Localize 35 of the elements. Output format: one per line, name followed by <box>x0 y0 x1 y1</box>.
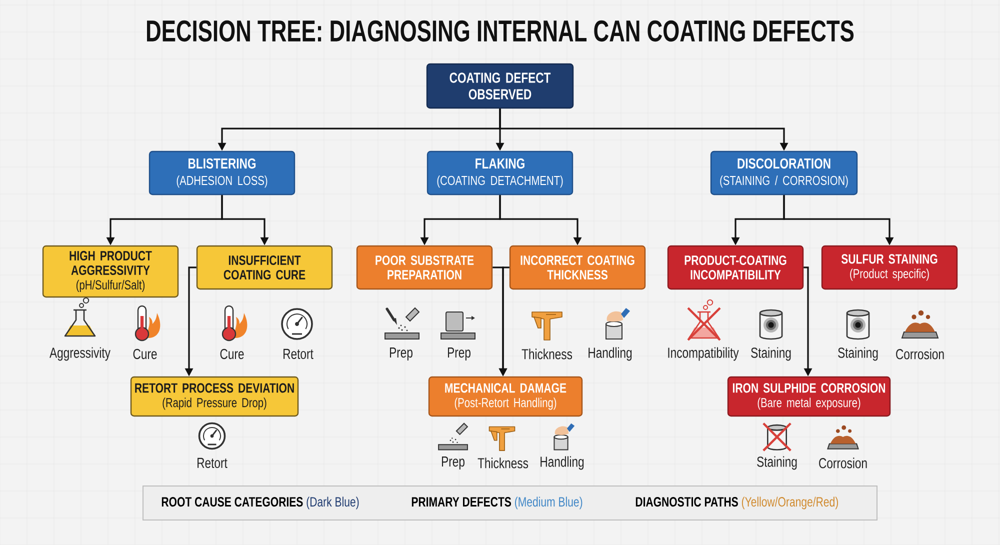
icon-caption: Incompatibility <box>668 347 739 361</box>
defect-box: FLAKING (COATING DETACHMENT) <box>426 150 574 196</box>
cause-box: INSUFFICIENT COATING CURE <box>196 245 333 290</box>
icon-caption: Retort <box>284 348 314 360</box>
legend-entry: PRIMARY DEFECTS (Medium Blue) <box>412 496 582 510</box>
icon-caption: Handling <box>540 456 584 470</box>
icon-caption: Aggressivity <box>50 347 110 361</box>
icon-caption: Prep <box>442 456 464 470</box>
legend-entry: DIAGNOSTIC PATHS (Yellow/Orange/Red) <box>636 496 838 510</box>
legend-entry: ROOT CAUSE CATEGORIES (Dark Blue) <box>162 496 359 510</box>
cause-box: POOR SUBSTRATE PREPARATION <box>356 245 493 290</box>
cause-box: IRON SULPHIDE CORROSION (Bare metal exposure) <box>727 376 891 417</box>
cause-box: PRODUCT-COATING INCOMPATIBILITY <box>667 245 804 290</box>
cause-box: SULFUR STAINING (Product specific) <box>821 245 958 290</box>
icon-caption: Staining <box>751 347 791 361</box>
icon-caption: Cure <box>220 348 244 360</box>
icon-caption: Retort <box>198 458 228 468</box>
cause-box: RETORT PROCESS DEVIATION (Rapid Pressure Drop) <box>130 376 299 417</box>
root-box: COATING DEFECT OBSERVED <box>426 63 574 109</box>
icon-caption: Staining <box>757 456 797 470</box>
icon-caption: Cure <box>133 348 157 360</box>
cause-box: HIGH PRODUCT AGGRESSIVITY (pH/Sulfur/Salt) <box>42 245 179 298</box>
icon-caption: Staining <box>838 347 878 361</box>
icon-caption: Corrosion <box>819 458 867 468</box>
title: DECISION TREE: DIAGNOSING INTERNAL CAN COATING DEFECTS <box>147 20 854 42</box>
icon-caption: Prep <box>448 348 470 360</box>
icon-caption: Thickness <box>522 348 572 360</box>
cause-box: INCORRECT COATING THICKNESS <box>509 245 646 290</box>
defect-box: DISCOLORATION (STAINING / CORROSION) <box>710 150 858 196</box>
cause-box: MECHANICAL DAMAGE (Post-Retort Handling) <box>428 376 583 417</box>
icon-caption: Corrosion <box>896 348 944 360</box>
defect-box: BLISTERING (ADHESION LOSS) <box>148 150 296 196</box>
icon-caption: Prep <box>390 348 412 360</box>
icon-caption: Thickness <box>478 458 528 468</box>
icon-caption: Handling <box>588 347 632 361</box>
